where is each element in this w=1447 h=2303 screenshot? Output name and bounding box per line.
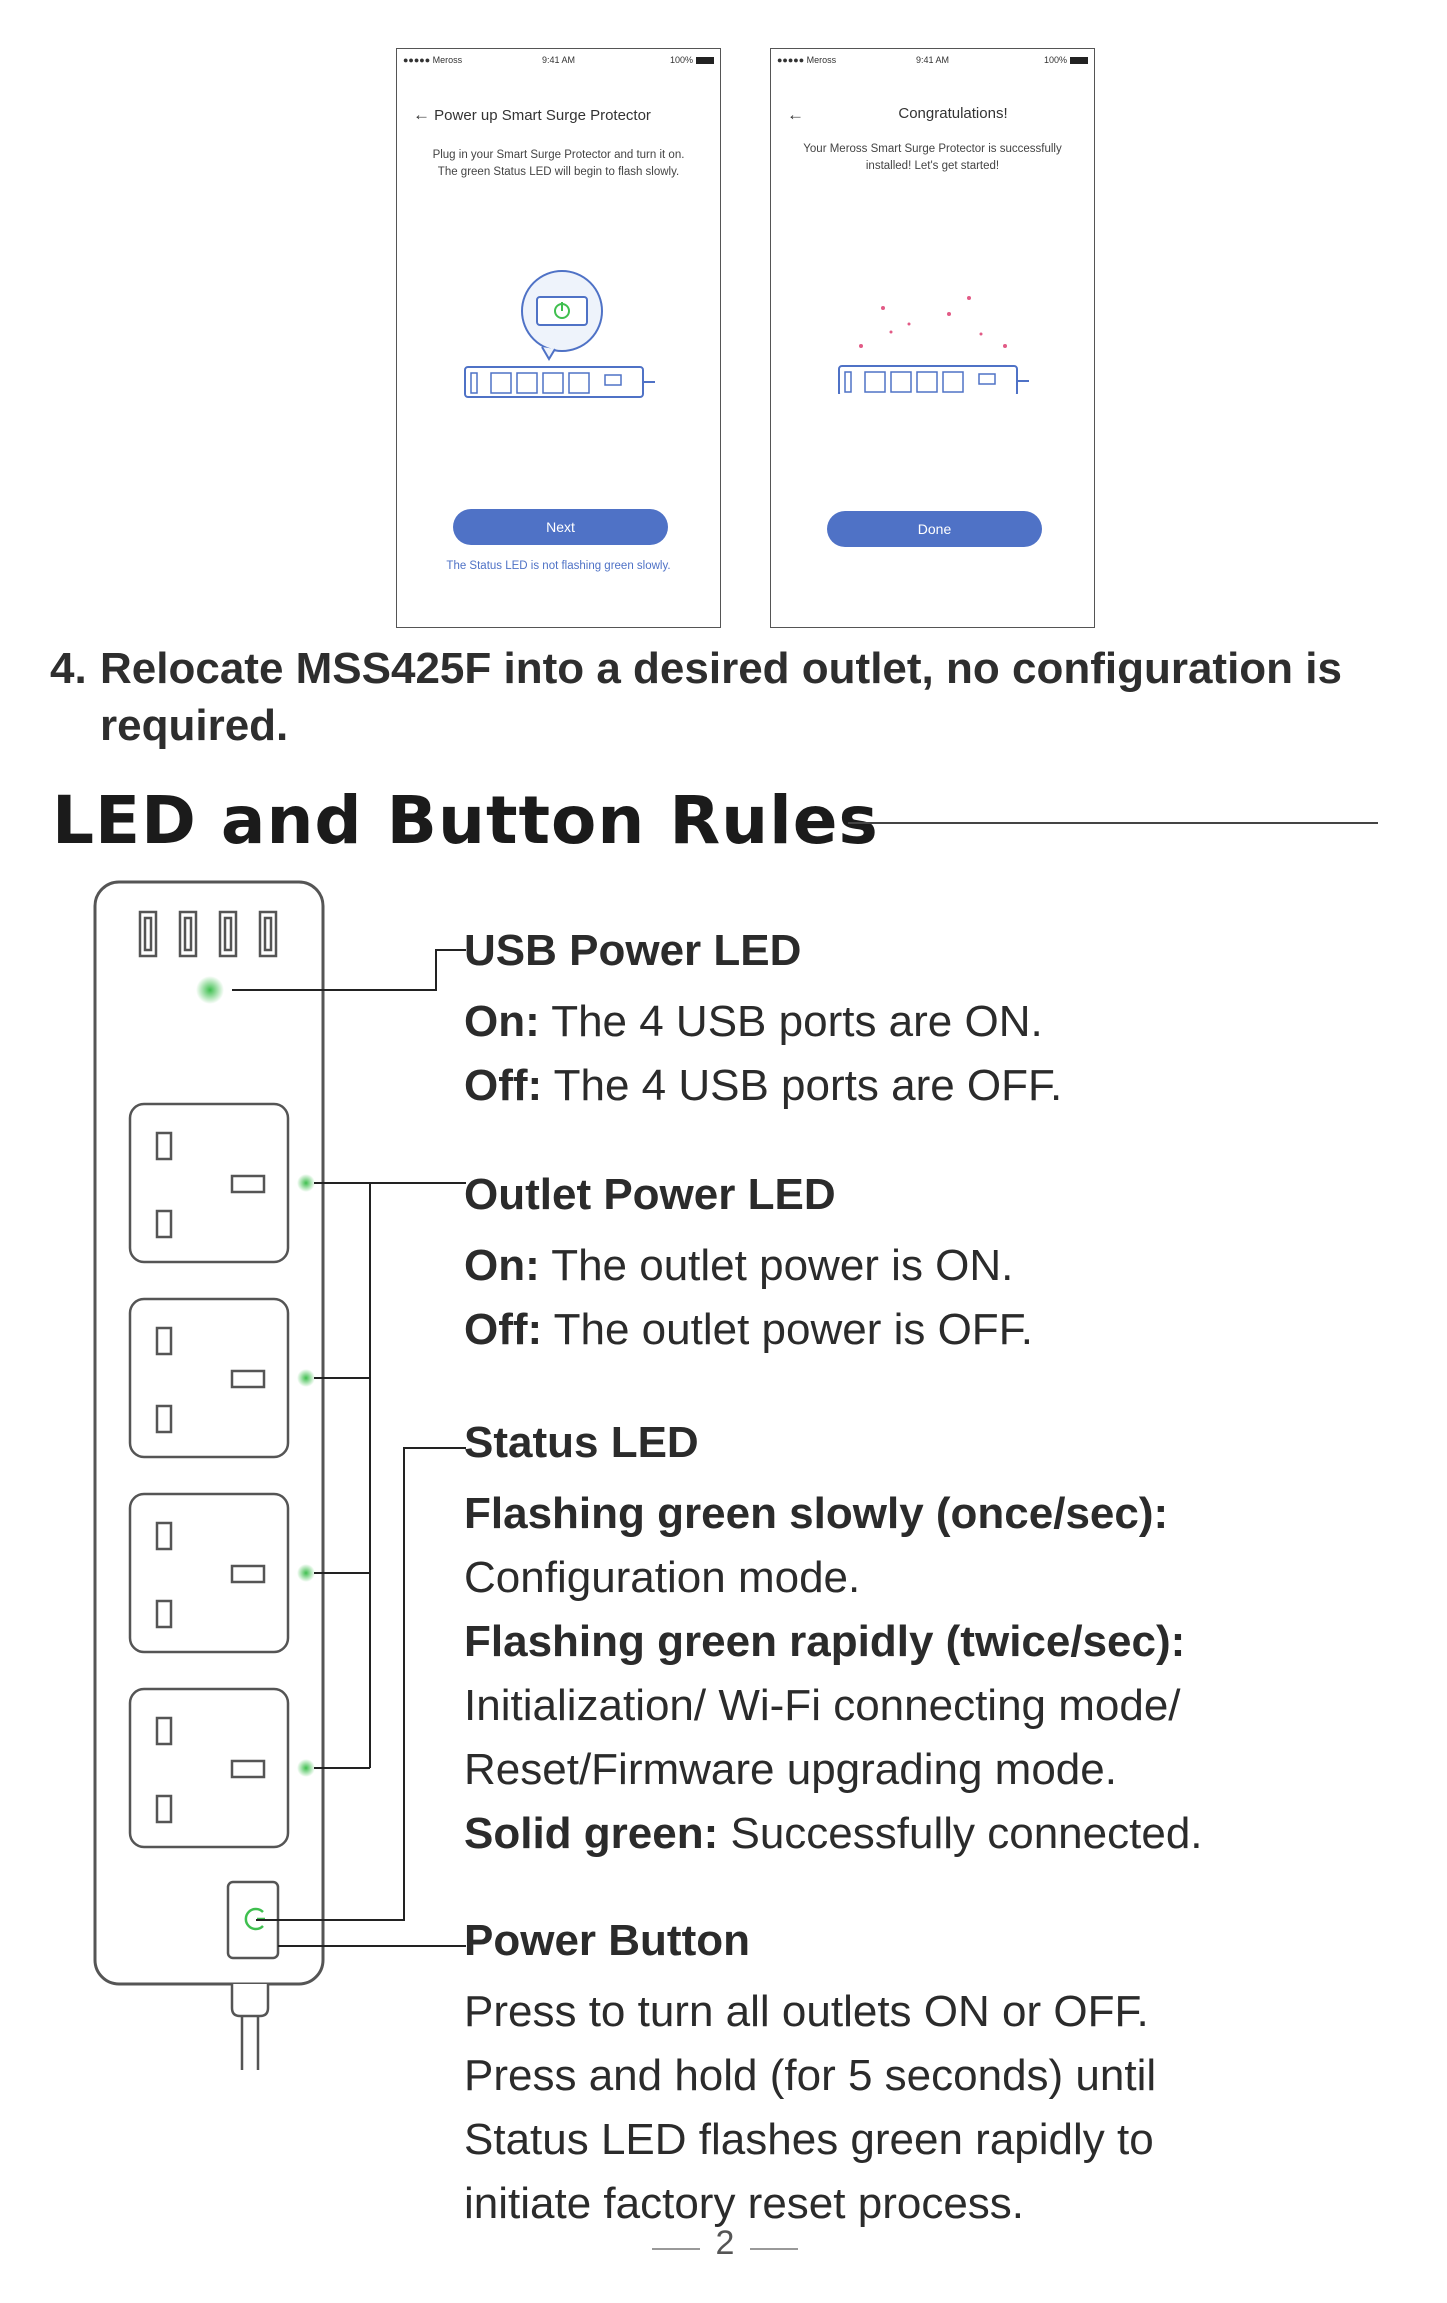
status-solid-rule: Solid green: Successfully connected.: [464, 1809, 1203, 1858]
confetti-icon: [859, 296, 1007, 348]
done-button[interactable]: Done: [827, 511, 1042, 547]
status-led-title: Status LED: [464, 1418, 699, 1467]
led-not-flashing-link[interactable]: The Status LED is not flashing green slo…: [446, 560, 671, 572]
battery-indicator: 100%: [1044, 55, 1088, 65]
power-button-line-4: initiate factory reset process.: [464, 2179, 1025, 2228]
power-strip-diagram: [93, 880, 466, 2070]
step-number: 4.: [50, 644, 87, 693]
power-icon: [244, 1907, 264, 1931]
step-text: Relocate MSS425F into a desired outlet, …: [100, 644, 1342, 750]
outlet-led-on-rule: On: The outlet power is ON.: [464, 1241, 1014, 1290]
battery-indicator: 100%: [670, 55, 714, 65]
battery-icon: [696, 57, 714, 65]
carrier-label: ●●●●● Meross: [777, 55, 837, 65]
screen-title: Power up Smart Surge Protector: [434, 107, 651, 124]
screen-header: ← Congratulations!: [787, 105, 1094, 125]
installed-protector-illustration: [838, 296, 1029, 394]
status-rapid-text-2: Reset/Firmware upgrading mode.: [464, 1745, 1117, 1794]
power-button-line-2: Press and hold (for 5 seconds) until: [464, 2051, 1157, 2100]
screen-title: Congratulations!: [898, 105, 1008, 122]
status-slow-label: Flashing green slowly (once/sec):: [464, 1489, 1169, 1538]
success-text: Your Meross Smart Surge Protector is suc…: [803, 143, 1062, 172]
callout-lines: [232, 949, 466, 1947]
screen-header: ← Power up Smart Surge Protector: [413, 105, 720, 125]
usb-ports: [138, 910, 278, 958]
power-button-title: Power Button: [464, 1916, 750, 1965]
usb-power-led-title: USB Power LED: [464, 926, 802, 975]
page-number: 2: [715, 2224, 735, 2262]
status-slow-text: Configuration mode.: [464, 1553, 861, 1602]
surge-protector-illustration: [464, 270, 655, 398]
status-bar: ●●●●● Meross 9:41 AM 100%: [403, 55, 714, 67]
outlet-power-leds: [297, 1174, 315, 1777]
power-button-line-3: Status LED flashes green rapidly to: [464, 2115, 1154, 2164]
status-rapid-text-1: Initialization/ Wi-Fi connecting mode/: [464, 1681, 1181, 1730]
instruction-text: Plug in your Smart Surge Protector and t…: [432, 149, 685, 178]
page-number-rule-left: [652, 2248, 700, 2250]
battery-icon: [1070, 57, 1088, 65]
next-button[interactable]: Next: [453, 509, 668, 545]
outlets: [128, 1102, 290, 1849]
back-arrow-icon[interactable]: ←: [413, 105, 430, 124]
phone-screen-power-up: ●●●●● Meross 9:41 AM 100% ← Power up Sma…: [396, 48, 721, 628]
power-cord-plug: [230, 1984, 270, 2018]
phone-screen-congratulations: ●●●●● Meross 9:41 AM 100% ← Congratulati…: [770, 48, 1095, 628]
outlet-power-led-title: Outlet Power LED: [464, 1170, 836, 1219]
time-label: 9:41 AM: [541, 55, 576, 65]
outlet-led-off-rule: Off: The outlet power is OFF.: [464, 1305, 1033, 1354]
status-rapid-label: Flashing green rapidly (twice/sec):: [464, 1617, 1186, 1666]
time-label: 9:41 AM: [915, 55, 950, 65]
section-title: LED and Button Rules: [52, 782, 879, 859]
carrier-label: ●●●●● Meross: [403, 55, 463, 65]
usb-led-on-rule: On: The 4 USB ports are ON.: [464, 997, 1043, 1046]
power-button-line-1: Press to turn all outlets ON or OFF.: [464, 1987, 1149, 2036]
outlet-pins: [155, 1131, 266, 1824]
status-bar: ●●●●● Meross 9:41 AM 100%: [777, 55, 1088, 67]
page-number-rule-right: [750, 2248, 798, 2250]
back-arrow-icon[interactable]: ←: [787, 105, 804, 124]
usb-power-led: [196, 976, 224, 1004]
section-divider: [848, 822, 1378, 824]
usb-led-off-rule: Off: The 4 USB ports are OFF.: [464, 1061, 1063, 1110]
